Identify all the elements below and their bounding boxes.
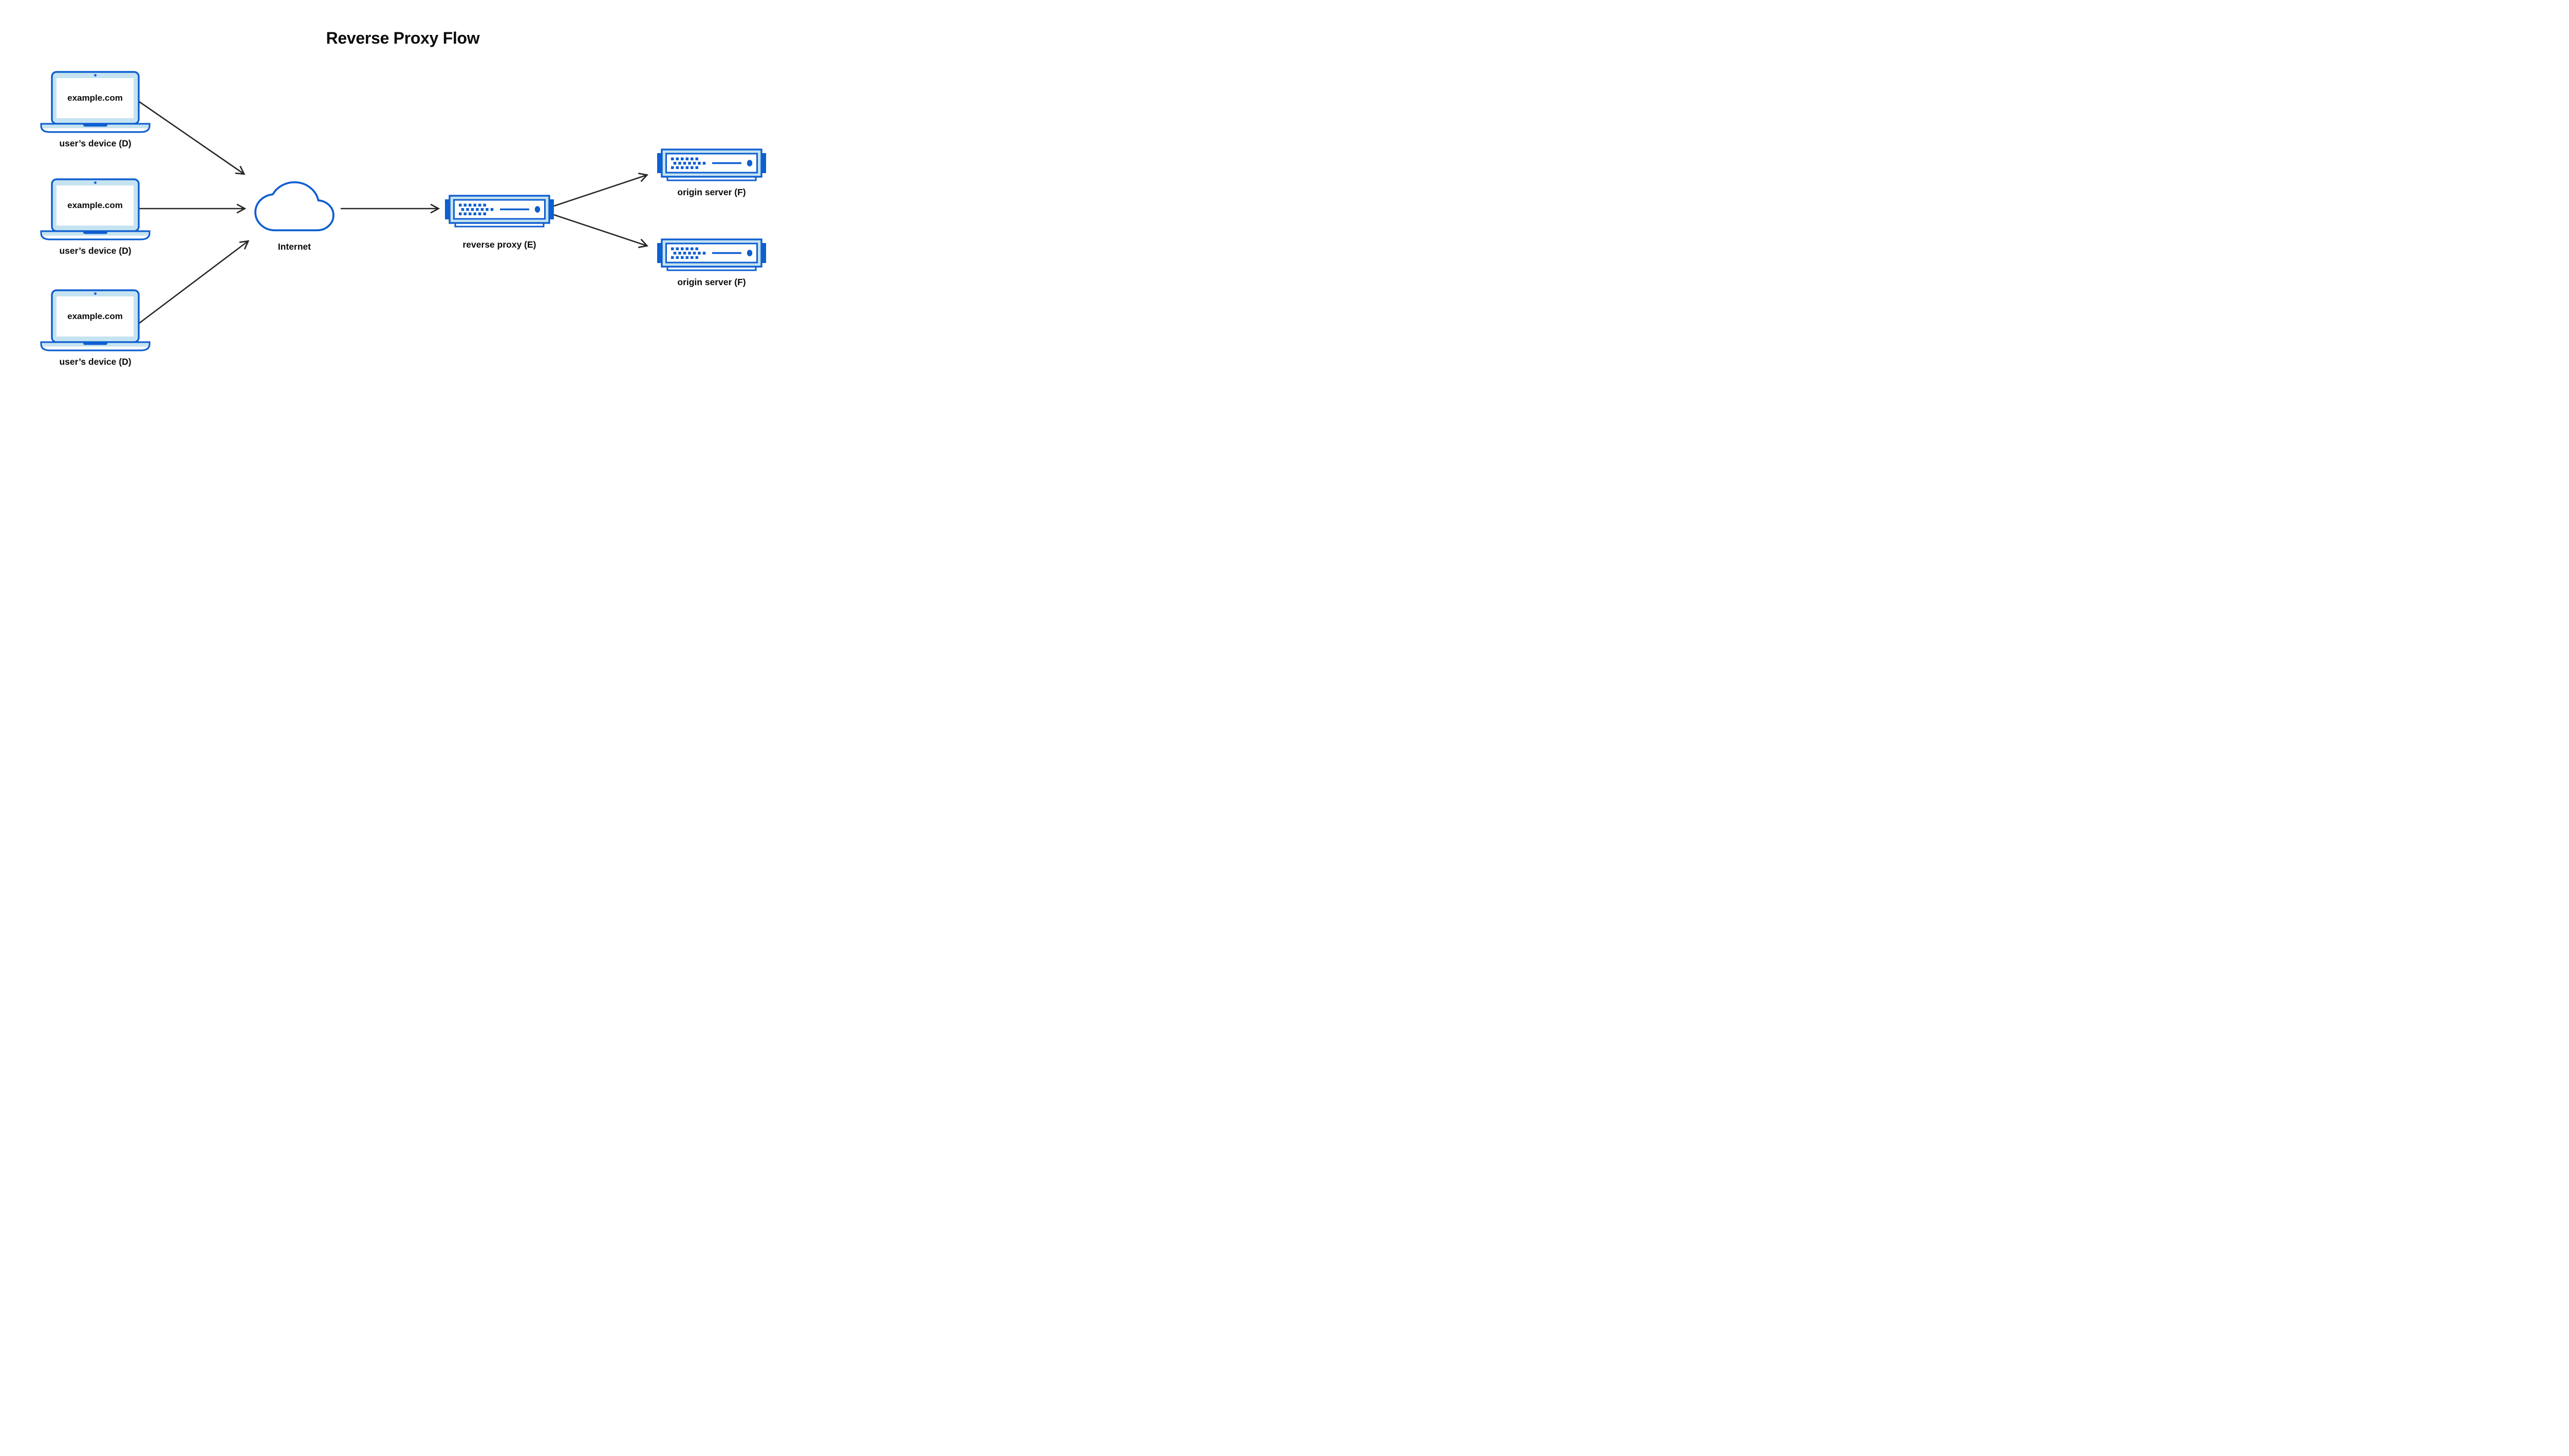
laptop-hinge-notch — [83, 342, 107, 345]
server-vent-dots — [671, 157, 706, 169]
node-user-device-1: example.com user’s device (D) — [40, 71, 151, 148]
server-power-dot — [747, 250, 753, 256]
server-power-dot — [534, 206, 541, 213]
node-user-device-3: example.com user’s device (D) — [40, 289, 151, 367]
arrow-reverse-proxy-to-origin-1 — [553, 173, 649, 207]
laptop-screen-text: example.com — [67, 311, 123, 321]
node-origin-server-2: origin server (F) — [657, 235, 766, 287]
server-power-dot — [747, 160, 753, 166]
laptop-screen-text: example.com — [67, 93, 123, 103]
laptop-icon — [40, 289, 151, 351]
node-origin-server-1: origin server (F) — [657, 145, 766, 197]
laptop-icon — [40, 71, 151, 133]
camera-dot-icon — [94, 181, 97, 184]
node-reverse-proxy: reverse proxy (E) — [445, 192, 554, 250]
origin-server-2-label: origin server (F) — [677, 277, 746, 287]
user-device-3-label: user’s device (D) — [59, 357, 132, 367]
laptop-screen-text: example.com — [67, 200, 123, 210]
arrow-device1-to-internet — [139, 101, 246, 175]
user-device-1-label: user’s device (D) — [59, 138, 132, 148]
internet-label: Internet — [277, 241, 311, 252]
laptop-hinge-notch — [83, 231, 107, 234]
server-icon — [657, 238, 766, 271]
server-icon — [445, 195, 554, 228]
cloud-icon — [255, 181, 333, 231]
camera-dot-icon — [94, 292, 97, 295]
node-user-device-2: example.com user’s device (D) — [40, 178, 151, 256]
server-icon — [657, 148, 766, 181]
diagram-canvas: Reverse Proxy Flow example.com user’s de… — [0, 0, 806, 403]
laptop-hinge-notch — [83, 124, 107, 127]
origin-server-1-label: origin server (F) — [677, 187, 746, 197]
node-internet: Internet — [255, 181, 333, 252]
camera-dot-icon — [94, 74, 97, 77]
user-device-2-label: user’s device (D) — [59, 246, 132, 256]
server-vent-dots — [671, 247, 706, 259]
server-vent-dots — [459, 203, 494, 215]
diagram-title: Reverse Proxy Flow — [326, 29, 480, 47]
reverse-proxy-label: reverse proxy (E) — [462, 239, 536, 250]
laptop-icon — [40, 178, 151, 240]
